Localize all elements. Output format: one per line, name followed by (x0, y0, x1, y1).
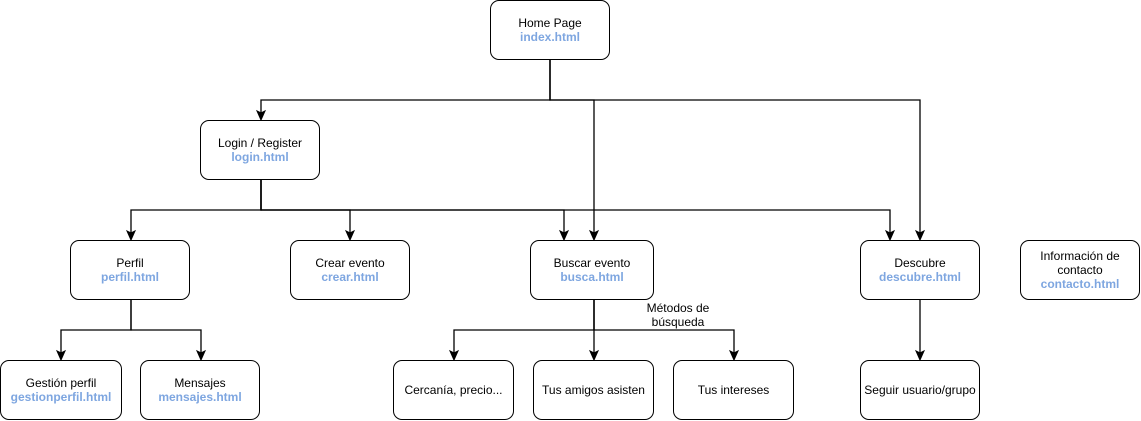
node-gestion-perfil-file: gestionperfil.html (10, 390, 112, 404)
edge-perfil-mensajes (130, 300, 202, 353)
node-login-register-title: Login / Register (217, 136, 303, 150)
node-buscar-evento[interactable]: Buscar evento busca.html (530, 240, 654, 300)
edge-perfil-gestion (60, 300, 132, 353)
node-buscar-evento-file: busca.html (560, 270, 624, 284)
node-login-register[interactable]: Login / Register login.html (200, 120, 320, 180)
node-crear-evento-title: Crear evento (315, 256, 385, 270)
node-tus-amigos-asisten-title: Tus amigos asisten (542, 383, 645, 397)
edge-perfil-gestion-arrowhead (55, 349, 67, 362)
node-home-page[interactable]: Home Page index.html (490, 0, 610, 60)
edge-home-descubre (549, 60, 921, 233)
node-buscar-evento-title: Buscar evento (553, 256, 631, 270)
node-descubre-file: descubre.html (878, 270, 962, 284)
node-mensajes[interactable]: Mensajes mensajes.html (140, 360, 260, 420)
edge-buscar-amigos-arrowhead (588, 349, 600, 362)
edge-login-descubre (260, 180, 891, 233)
edge-buscar-cercania-arrowhead (448, 349, 460, 362)
node-informacion-contacto[interactable]: Información de contacto contacto.html (1020, 240, 1140, 300)
node-gestion-perfil-title: Gestión perfil (25, 376, 97, 390)
edge-descubre-seguir-arrowhead (914, 349, 926, 362)
node-perfil-title: Perfil (116, 256, 144, 270)
node-home-page-title: Home Page (518, 16, 582, 30)
node-cercania-precio[interactable]: Cercanía, precio... (393, 360, 514, 420)
edge-home-descubre-arrowhead (914, 229, 926, 242)
edge-login-crear (260, 180, 351, 233)
node-descubre[interactable]: Descubre descubre.html (860, 240, 980, 300)
edge-login-crear-arrowhead (344, 229, 356, 242)
node-informacion-contacto-title-1: Información de (1040, 249, 1120, 263)
node-tus-intereses[interactable]: Tus intereses (673, 360, 794, 420)
edge-login-perfil (130, 180, 262, 233)
edge-home-buscar (549, 60, 595, 233)
edge-login-descubre-arrowhead (884, 229, 896, 242)
edge-login-perfil-arrowhead (125, 229, 137, 242)
edge-login-buscar (260, 180, 565, 233)
node-crear-evento-file: crear.html (321, 270, 379, 284)
node-informacion-contacto-file: contacto.html (1040, 277, 1120, 291)
edge-buscar-intereses (593, 300, 735, 353)
edge-buscar-cercania (453, 300, 595, 353)
node-informacion-contacto-title-2: contacto (1057, 263, 1103, 277)
node-tus-amigos-asisten[interactable]: Tus amigos asisten (533, 360, 654, 420)
edge-label-metodos-busqueda: Métodos de búsqueda (640, 301, 716, 329)
node-mensajes-file: mensajes.html (158, 390, 242, 404)
node-descubre-title: Descubre (894, 256, 946, 270)
node-home-page-file: index.html (519, 30, 580, 44)
edge-label-metodos-line2: búsqueda (651, 315, 705, 329)
edge-perfil-mensajes-arrowhead (195, 349, 207, 362)
node-tus-intereses-title: Tus intereses (697, 383, 770, 397)
node-perfil[interactable]: Perfil perfil.html (70, 240, 190, 300)
node-mensajes-title: Mensajes (174, 376, 226, 390)
node-cercania-precio-title: Cercanía, precio... (404, 383, 503, 397)
edge-home-login (260, 60, 551, 113)
edge-home-buscar-arrowhead (588, 229, 600, 242)
node-crear-evento[interactable]: Crear evento crear.html (290, 240, 410, 300)
edge-label-metodos-line1: Métodos de (646, 301, 710, 315)
node-login-register-file: login.html (231, 150, 289, 164)
node-seguir-usuario-grupo[interactable]: Seguir usuario/grupo (860, 360, 980, 420)
node-seguir-usuario-grupo-title: Seguir usuario/grupo (864, 383, 976, 397)
node-perfil-file: perfil.html (100, 270, 159, 284)
edge-home-login-arrowhead (255, 109, 267, 122)
edge-login-buscar-arrowhead (558, 229, 570, 242)
node-gestion-perfil[interactable]: Gestión perfil gestionperfil.html (0, 360, 122, 420)
edge-buscar-intereses-arrowhead (728, 349, 740, 362)
